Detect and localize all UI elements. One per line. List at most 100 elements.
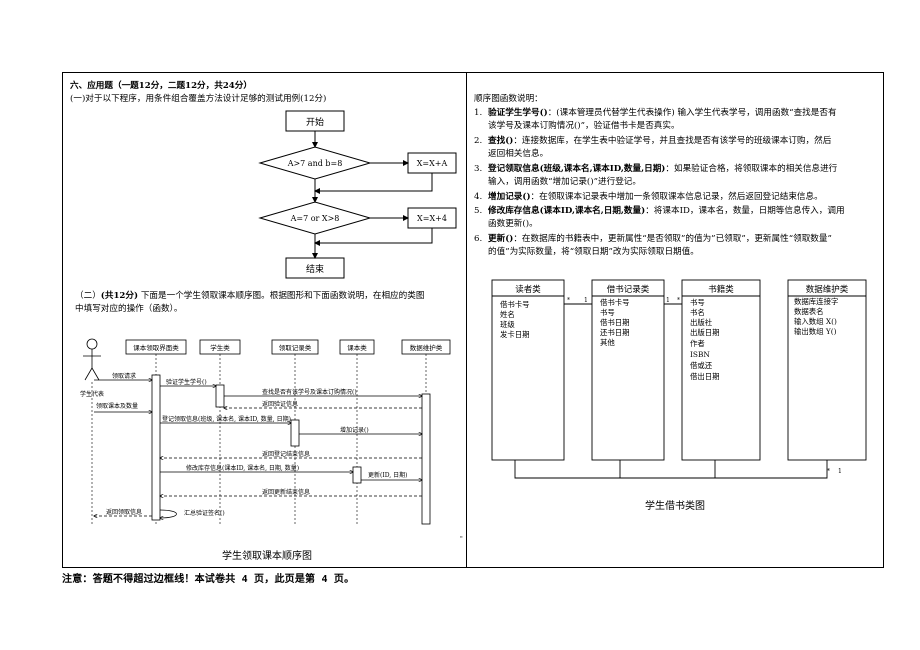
footer-note: 注意：答题不得超过边框线！本试卷共 4 页，此页是第 4 页。 bbox=[62, 574, 355, 585]
explain-num-2: 2. bbox=[474, 136, 483, 146]
question-2-line2: 中填写对应的操作（函数）。 bbox=[75, 304, 183, 314]
activation-textbook bbox=[352, 466, 362, 484]
explain-key-1: 验证学生学号() bbox=[488, 108, 548, 118]
flow-end-box bbox=[285, 257, 345, 279]
sequence-diagram: 学生代表 课本领取界面类 学生类 领取记录类 课本类 数据维护类 bbox=[80, 338, 451, 525]
explain-line-3a: ：如果验证合格，将领取课本的相关信息进行 bbox=[665, 164, 838, 174]
explain-line-2b: 返回相关信息。 bbox=[488, 149, 549, 159]
explain-key-3: 登记领取信息(班级,课本名,课本ID,数量,日期) bbox=[488, 164, 666, 174]
multiplicity: * bbox=[827, 468, 830, 475]
reader-attr: 姓名 bbox=[500, 310, 515, 319]
activation-maint bbox=[421, 393, 431, 525]
explain-num-1: 1. bbox=[474, 108, 483, 118]
lifeline-textbook-label: 课本类 bbox=[347, 343, 367, 352]
explain-line-1b: 该学号及课本订购情况()”，验证借书卡是否真实。 bbox=[488, 121, 680, 131]
flow-action1-label: X=X+A bbox=[417, 159, 448, 168]
maint-attr: 输入数组 X() bbox=[794, 317, 837, 326]
column-divider bbox=[466, 72, 467, 568]
msg-update: 更新(ID, 日期) bbox=[368, 471, 407, 479]
book-attr: 出版日期 bbox=[690, 328, 720, 337]
explain-num-4: 4. bbox=[474, 192, 483, 202]
class-diagram: 读者类 借书记录类 书籍类 数据维护类 借书卡号 姓名 班级 发卡日期 借书卡号… bbox=[491, 279, 867, 479]
explain-line-6b: 的值”为实际数量，将“领取日期”改为实际领取日期值。 bbox=[488, 247, 699, 257]
question-2-prefix: （二） bbox=[75, 291, 101, 301]
class-record-box bbox=[591, 279, 665, 461]
explain-line-2a: ：连接数据库，在学生表中验证学号，并且查找是否有该学号的班级课本订购，然后 bbox=[513, 136, 832, 146]
actor-stick-figure bbox=[83, 338, 101, 381]
class-reader-box bbox=[491, 279, 565, 461]
class-book-box bbox=[681, 279, 761, 461]
explain-key-4: 增加记录() bbox=[488, 192, 531, 202]
explain-key-2: 查找() bbox=[488, 136, 514, 146]
explain-heading: 顺序图函数说明： bbox=[474, 94, 543, 104]
flow-cond2-label: A=7 or X>8 bbox=[290, 214, 340, 223]
section-title: 六、应用题（一题12分，二题12分，共24分） bbox=[70, 81, 252, 91]
question-1-text: (一)对于以下程序，用条件组合覆盖方法设计足够的测试用例(12分) bbox=[70, 94, 327, 104]
class-diagram-caption: 学生借书类图 bbox=[645, 501, 705, 512]
flow-end-label: 结束 bbox=[306, 263, 324, 275]
record-attr: 其他 bbox=[600, 338, 615, 347]
explain-key-6: 更新() bbox=[488, 234, 514, 244]
explain-line-1a: ：(课本管理员代替学生代表操作) 输入学生代表学号，调用函数“查找是否有 bbox=[547, 108, 837, 118]
msg-add-record: 增加记录() bbox=[340, 426, 369, 434]
class-maint-name: 数据维护类 bbox=[806, 284, 849, 295]
msg-request: 领取请求 bbox=[112, 372, 136, 380]
msg-verify-id: 验证学生学号() bbox=[166, 378, 207, 386]
msg-summary-sign: 汇总验证签名() bbox=[184, 509, 225, 517]
explain-num-3: 3. bbox=[474, 164, 483, 174]
record-attr: 书号 bbox=[600, 308, 615, 317]
lifeline-record-label: 领取记录类 bbox=[279, 343, 312, 352]
activation-student bbox=[215, 384, 225, 408]
maint-attr: 输出数组 Y() bbox=[794, 327, 837, 336]
sequence-caption: 学生领取课本顺序图 bbox=[222, 551, 312, 562]
multiplicity: * bbox=[677, 297, 680, 304]
answer-frame bbox=[62, 72, 884, 568]
lifeline-maint-label: 数据维护类 bbox=[410, 343, 443, 352]
reader-attr: 借书卡号 bbox=[500, 300, 530, 309]
explain-line-4a: ：在领取课本记录表中增加一条领取课本信息记录，然后返回登记结束信息。 bbox=[530, 192, 823, 202]
book-attr: 作者 bbox=[690, 339, 705, 348]
reader-attr: 发卡日期 bbox=[500, 330, 530, 339]
book-attr: 出版社 bbox=[690, 318, 713, 327]
flow-start-label: 开始 bbox=[306, 116, 324, 128]
maint-attr: 数据表名 bbox=[794, 307, 824, 316]
msg-collect-qty: 领取课本及数量 bbox=[96, 402, 138, 410]
msg-return-collect: 返回领取信息 bbox=[106, 508, 142, 516]
activation-record bbox=[290, 419, 300, 447]
flow-action2-label: X=X+4 bbox=[417, 214, 447, 223]
explain-line-5a: ：将课本ID，课本名，数量，日期等信息传入，调用 bbox=[645, 206, 845, 216]
class-book-name: 书籍类 bbox=[708, 284, 734, 295]
question-2-line1: （二）(共12分) 下面是一个学生领取课本顺序图。根据图形和下面函数说明，在相应… bbox=[75, 290, 424, 302]
msg-return-update: 返回更新结束信息 bbox=[262, 488, 310, 496]
class-reader-name: 读者类 bbox=[515, 284, 541, 295]
multiplicity: 1 bbox=[666, 297, 670, 304]
book-attr: 借出日期 bbox=[690, 372, 720, 381]
record-attr: 还书日期 bbox=[600, 328, 630, 337]
class-record-name: 借书记录类 bbox=[607, 284, 650, 295]
record-attr: 借书卡号 bbox=[600, 298, 630, 307]
book-attr: 书号 bbox=[690, 298, 705, 307]
book-attr: 书名 bbox=[690, 308, 705, 317]
explain-key-5: 修改库存信息(课本ID,课本名,日期,数量) bbox=[488, 206, 646, 216]
multiplicity: 1 bbox=[584, 297, 588, 304]
stray-mark: " bbox=[460, 536, 463, 543]
record-attr: 借书日期 bbox=[600, 318, 630, 327]
msg-modify-stock: 修改库存信息(课本ID, 课本名, 日期, 数量) bbox=[186, 464, 299, 472]
msg-lookup: 查找是否有该学号及课本订购情况() bbox=[262, 388, 357, 396]
flowchart: 开始 A>7 and b=8 X=X+A A=7 or X>8 X=X+4 结束 bbox=[258, 110, 457, 279]
explain-num-6: 6. bbox=[474, 234, 483, 244]
multiplicity: 1 bbox=[838, 468, 842, 475]
explain-line-6a: ：在数据库的书籍表中，更新属性“是否领取”的值为”已领取”，更新属性“领取数量” bbox=[513, 234, 832, 244]
explain-line-3b: 输入，调用函数“增加记录()”进行登记。 bbox=[488, 177, 641, 187]
explain-line-5b: 函数更新()。 bbox=[488, 219, 538, 229]
reader-attr: 班级 bbox=[500, 320, 515, 329]
msg-return-register: 返回登记结束信息 bbox=[262, 450, 310, 458]
activation-ui bbox=[151, 374, 161, 521]
msg-return-verify: 返回验证信息 bbox=[262, 400, 298, 408]
lifeline-student-label: 学生类 bbox=[210, 343, 230, 352]
maint-attr: 数据库连接字 bbox=[794, 297, 838, 306]
flow-cond1-label: A>7 and b=8 bbox=[287, 159, 343, 168]
question-2-text-1: 下面是一个学生领取课本顺序图。根据图形和下面函数说明，在相应的类图 bbox=[140, 291, 425, 301]
question-2-score: (共12分) bbox=[100, 291, 139, 301]
msg-register: 登记领取信息(班级, 课本名, 课本ID, 数量, 日期) bbox=[162, 415, 291, 423]
